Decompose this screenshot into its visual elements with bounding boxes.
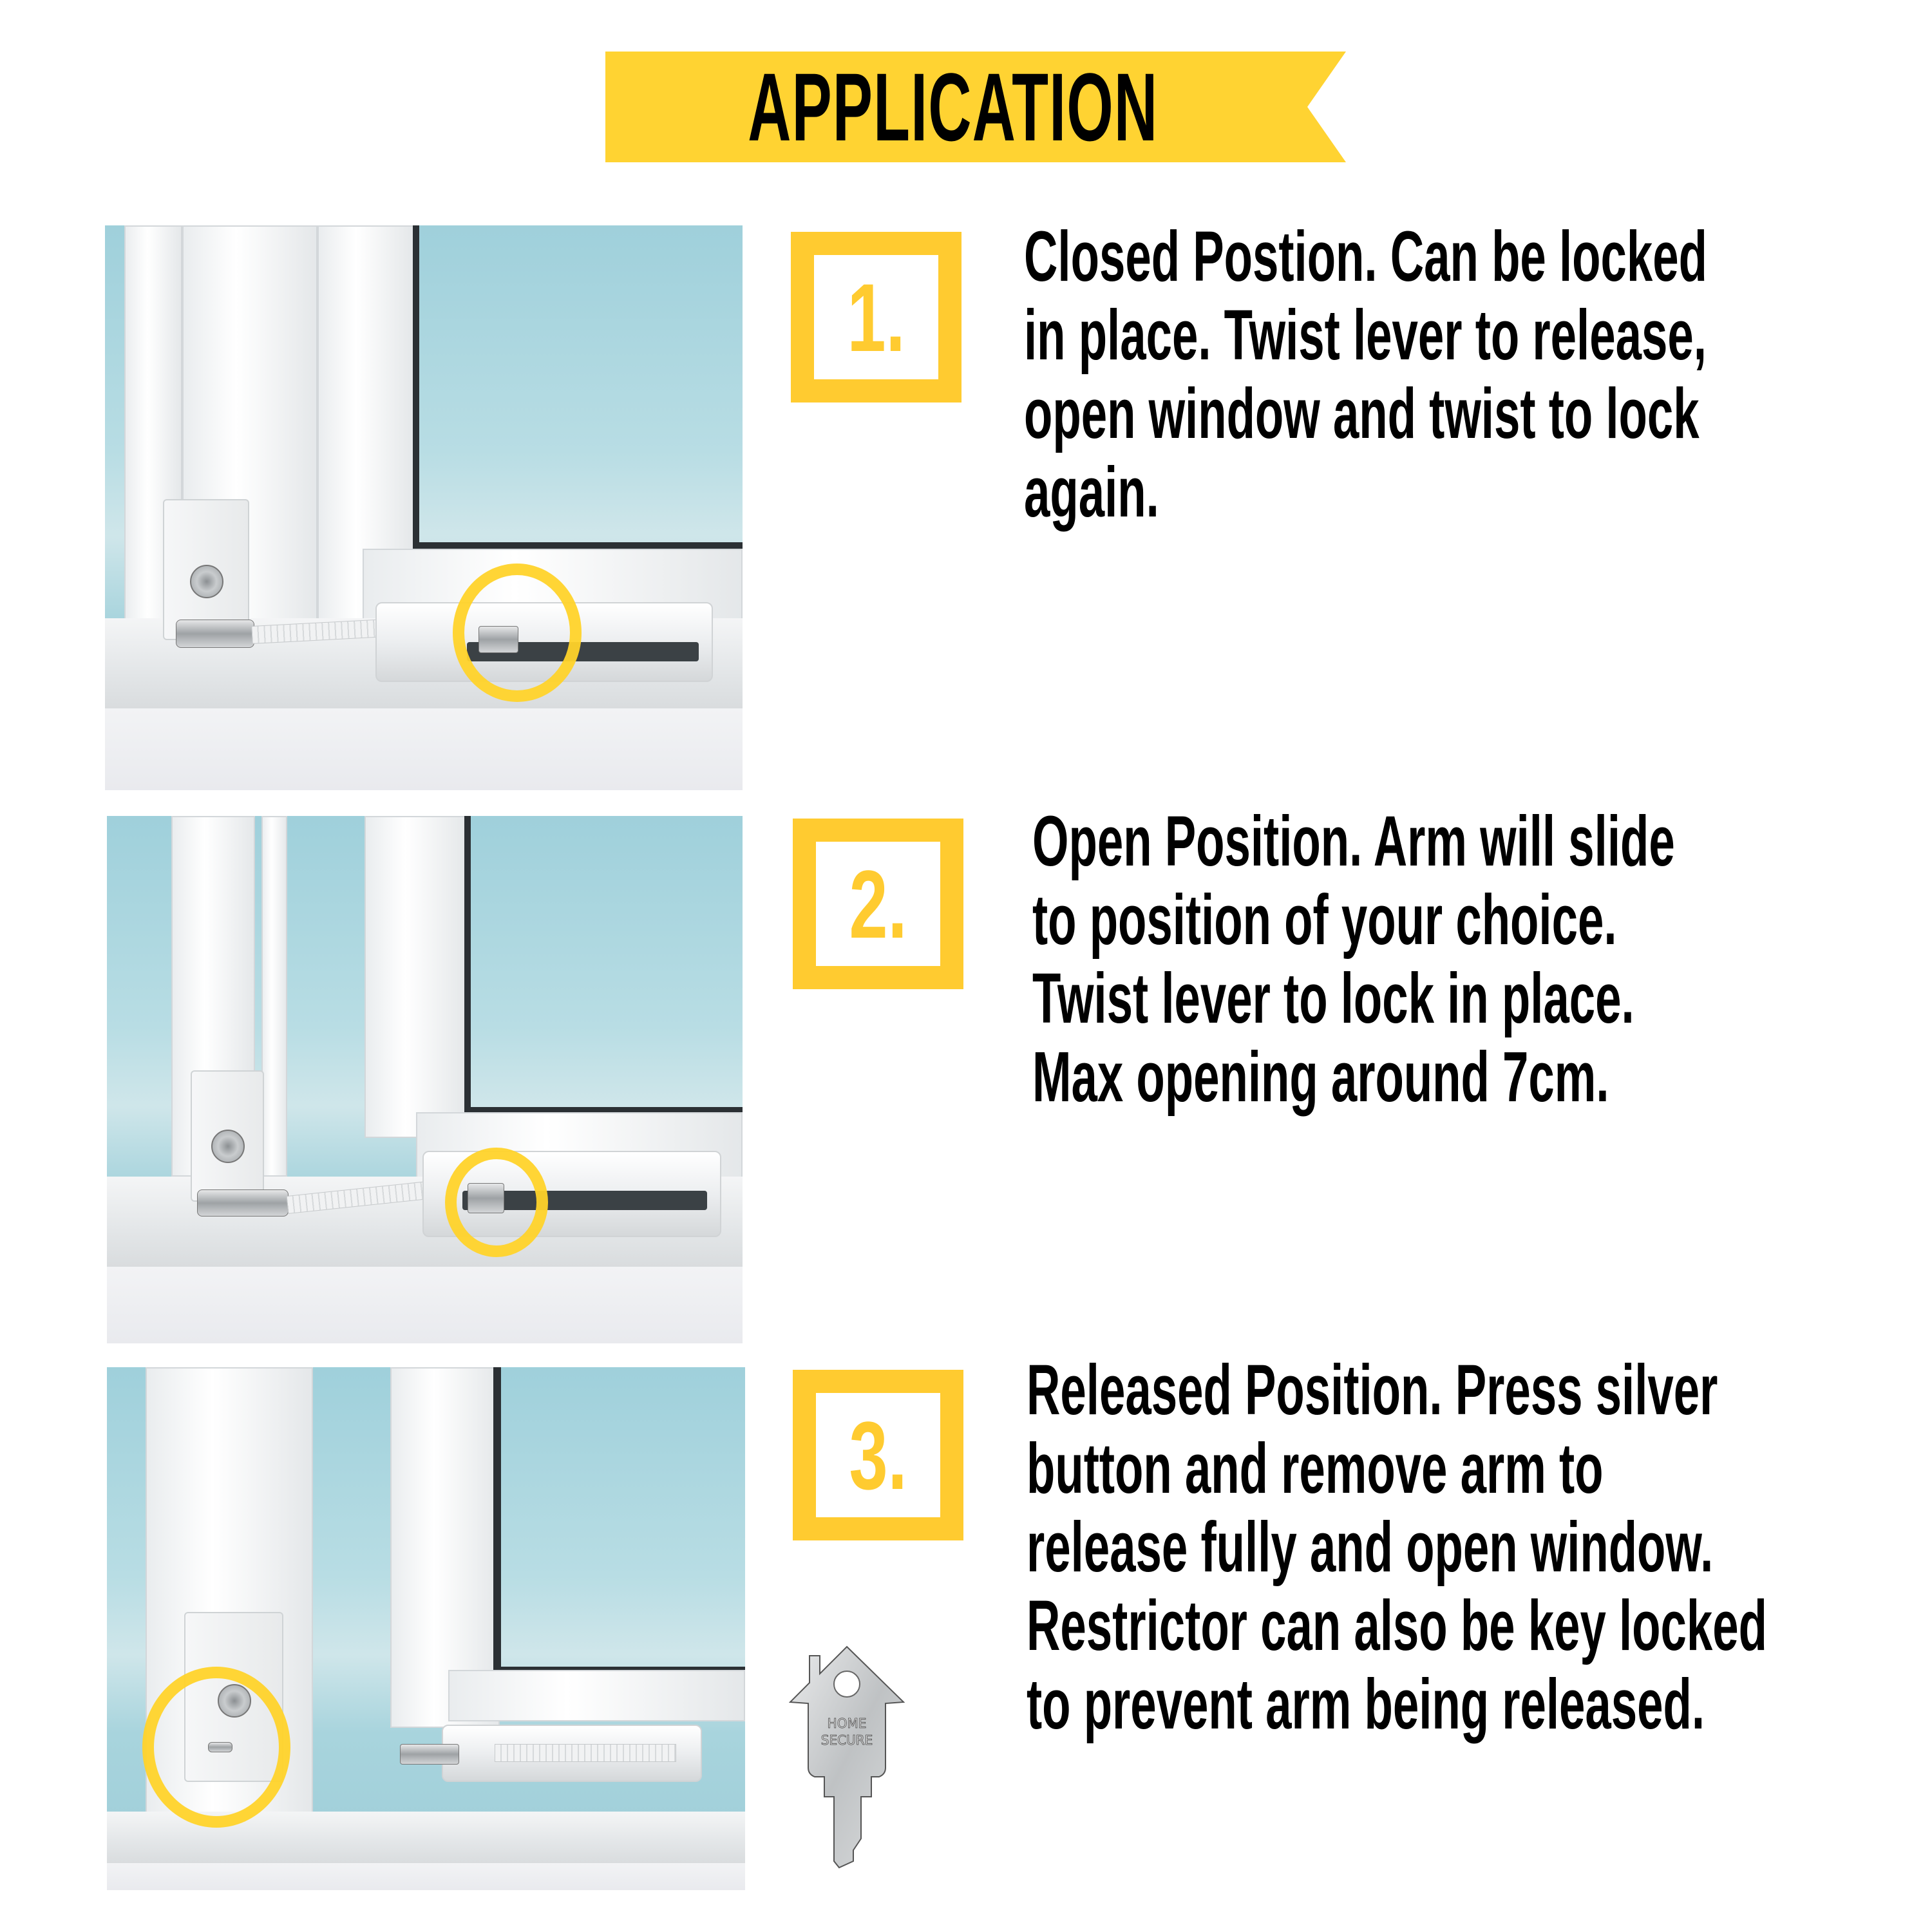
step-number: 1.	[847, 263, 905, 372]
glass-edge	[493, 1367, 501, 1670]
description-line: Restrictor can also be key locked	[1027, 1586, 1768, 1665]
glass-edge	[413, 225, 419, 547]
description-line: open window and twist to lock	[1024, 374, 1700, 453]
closed-position-photo	[105, 225, 743, 790]
description-line: Released Position. Press silver	[1027, 1350, 1718, 1430]
detached-arm-track	[442, 1725, 702, 1782]
sill-surface	[107, 1267, 743, 1343]
description-line: Twist lever to lock in place.	[1032, 959, 1634, 1038]
step-description-2: Open Position. Arm will slide to positio…	[1032, 802, 1932, 1117]
step-description-1: Closed Postion. Can be locked in place. …	[1024, 218, 1932, 532]
restrictor-lock-body	[163, 499, 249, 640]
description-line: in place. Twist lever to release,	[1024, 296, 1707, 375]
house-key-icon: HOME SECURE	[788, 1645, 905, 1871]
description-line: button and remove arm to	[1027, 1429, 1604, 1508]
application-banner: APPLICATION	[605, 52, 1346, 162]
description-line: to position of your choice.	[1032, 880, 1617, 960]
window-frame-edge	[261, 816, 287, 1177]
step-description-3: Released Position. Press silver button a…	[1027, 1351, 1932, 1744]
glass-edge-bottom	[464, 1107, 743, 1113]
keyhole-icon	[190, 565, 223, 598]
description-line: Open Position. Arm will slide	[1032, 802, 1675, 881]
banner-title-wrap: APPLICATION	[605, 52, 1301, 162]
detached-arm	[495, 1744, 676, 1762]
step-number: 3.	[849, 1401, 907, 1510]
released-position-photo	[107, 1367, 745, 1890]
restrictor-lock-body	[191, 1070, 264, 1202]
description-line: Closed Postion. Can be locked	[1024, 217, 1707, 296]
glass-edge	[464, 816, 471, 1112]
banner-title: APPLICATION	[748, 53, 1159, 161]
keyhole-icon	[211, 1130, 245, 1163]
key-label-home: HOME	[828, 1716, 867, 1731]
step-number-box-1: 1.	[791, 232, 961, 402]
arm-end-fitting	[400, 1744, 459, 1765]
glass-edge-bottom	[413, 542, 743, 549]
step-number-box-3: 3.	[793, 1370, 963, 1540]
sill-surface	[105, 708, 743, 790]
sash-frame-open	[390, 1367, 500, 1728]
description-line: release fully and open window.	[1027, 1508, 1714, 1587]
arm-hinge	[176, 620, 254, 648]
highlight-circle	[453, 564, 582, 702]
highlight-circle	[142, 1667, 290, 1828]
sill-surface	[107, 1863, 745, 1890]
step-number-box-2: 2.	[793, 819, 963, 989]
description-line: again.	[1024, 453, 1159, 532]
ribbon-shape	[605, 52, 1346, 162]
sash-frame-bottom	[448, 1670, 745, 1721]
highlight-circle	[445, 1148, 548, 1257]
key-label-secure: SECURE	[821, 1732, 873, 1748]
step-number: 2.	[849, 849, 907, 958]
description-line: to prevent arm being released.	[1027, 1665, 1705, 1744]
arm-hinge	[197, 1189, 289, 1217]
description-line: Max opening around 7cm.	[1032, 1037, 1609, 1117]
sash-frame-vertical	[365, 816, 468, 1138]
open-position-photo	[107, 816, 743, 1343]
